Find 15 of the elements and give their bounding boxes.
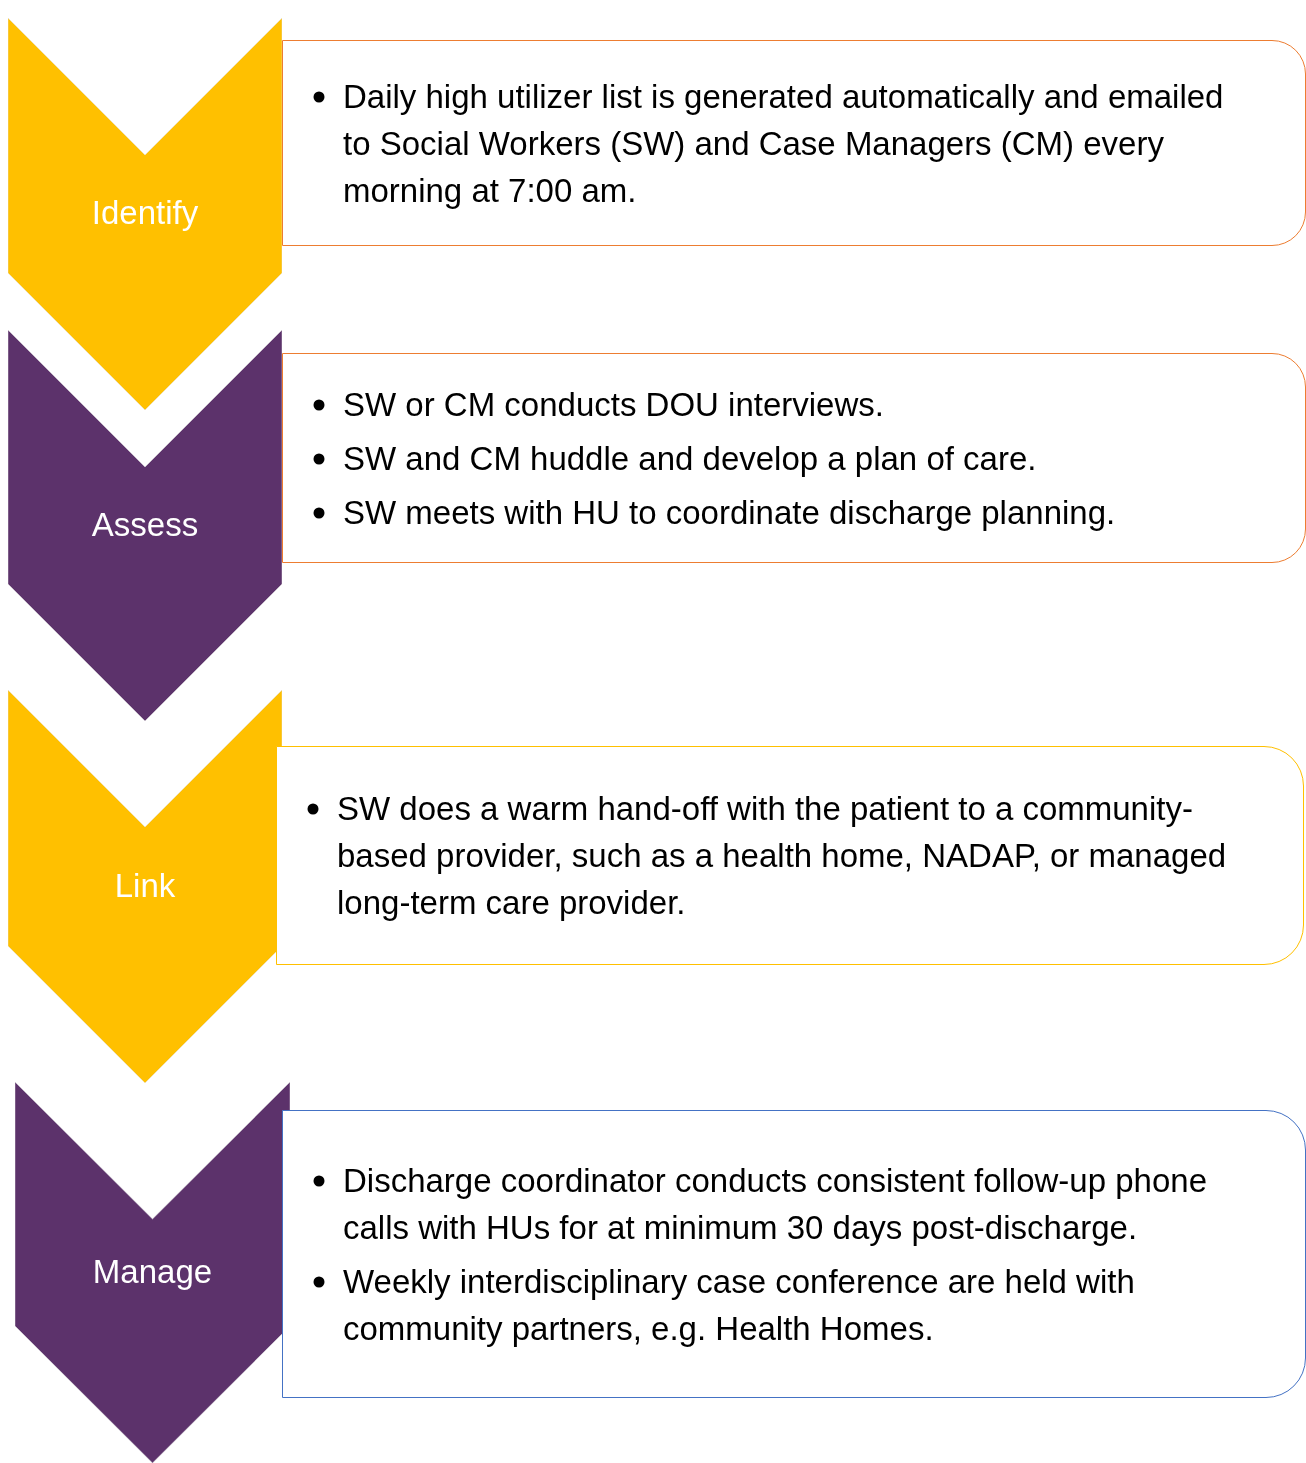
bullet-text: SW and CM huddle and develop a plan of care. [343, 434, 1245, 482]
step-label: Assess [90, 505, 200, 544]
bullet-text: Weekly interdisciplinary case conference are held with community partners, e.g. Health Homes. [343, 1257, 1245, 1352]
bullet-text: SW meets with HU to coordinate discharge planning. [343, 488, 1245, 536]
text-panel [282, 40, 1306, 246]
text-panel [282, 353, 1306, 563]
bullet-text: SW or CM conducts DOU interviews. [343, 380, 1245, 428]
bullet-text: Daily high utilizer list is generated automatically and emailed to Social Workers (SW) and Case Managers (CM) every morning at 7:00 am. [343, 72, 1245, 214]
step-label: Identify [90, 194, 200, 232]
text-panel [276, 746, 1304, 965]
text-panel [282, 1110, 1306, 1398]
step-label: Link [113, 866, 177, 905]
bullet-text: Discharge coordinator conducts consistent follow-up phone calls with HUs for at minimum 30 days post-discharge. [343, 1156, 1245, 1251]
bullet-text: SW does a warm hand-off with the patient to a community-based provider, such as a health home, NADAP, or managed long-term care provider. [337, 785, 1243, 926]
step-label: Manage [91, 1252, 214, 1291]
